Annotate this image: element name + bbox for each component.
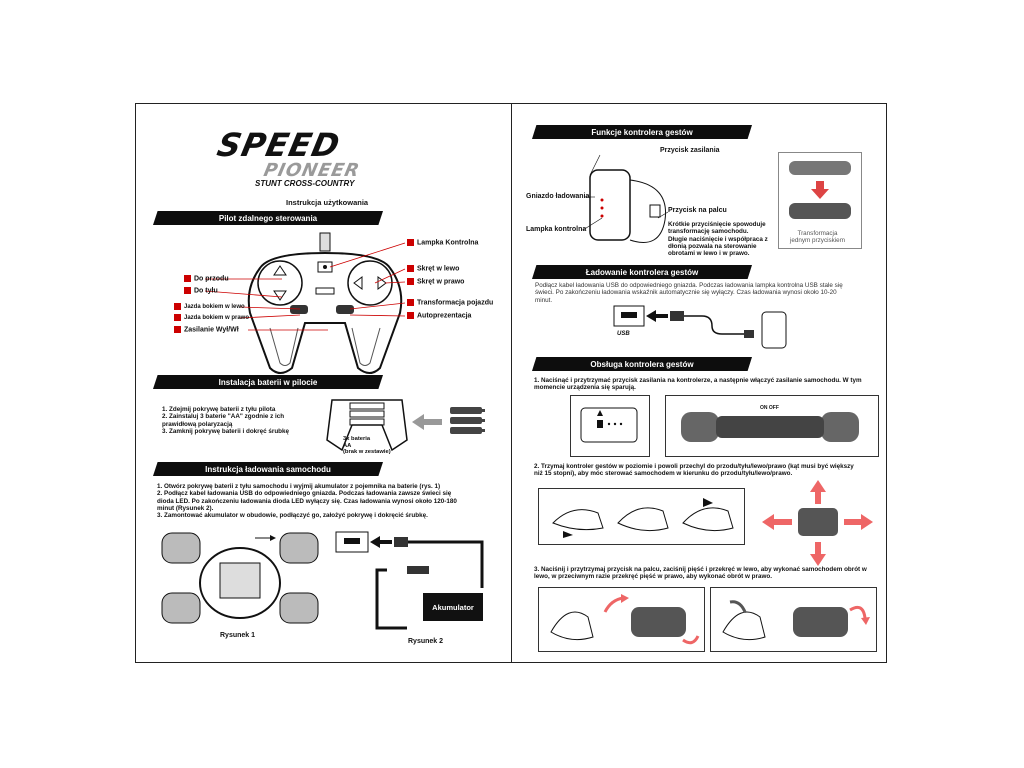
figure-2-label: Rysunek 2	[408, 638, 444, 645]
page-divider	[511, 103, 512, 663]
remote-back-illustration	[326, 399, 408, 452]
usage-step-3: 3. Naciśnij i przytrzymaj przycisk na pa…	[534, 566, 867, 581]
step2-tilt-box	[538, 488, 745, 545]
figure-1-label: Rysunek 1	[220, 632, 256, 639]
label-bokiem-lewo: Jazda bokiem w lewo	[174, 303, 245, 311]
car-power-illustration	[681, 412, 859, 442]
label-transformacja: Transformacja pojazdu	[407, 299, 493, 307]
charging-cable-illustration	[335, 531, 484, 630]
label-przycisk-palcu: Przycisk na palcu	[668, 207, 727, 214]
label-autoprezentacja: Autoprezentacja	[407, 312, 471, 320]
car-open-battery-illustration	[161, 532, 319, 624]
manual-subtitle: Instrukcja użytkowania	[286, 198, 369, 207]
label-skret-lewo: Skręt w lewo	[407, 265, 459, 273]
logo-stunt: STUNT CROSS-COUNTRY	[255, 179, 355, 188]
transform-caption: Transformacja jednym przyciskiem	[790, 230, 845, 245]
banner-remote: Pilot zdalnego sterowania	[153, 211, 383, 225]
fist-right-turn-illustration	[722, 600, 870, 641]
banner-gesture-charging: Ładowanie kontrolera gestów	[532, 265, 752, 279]
label-skret-prawo: Skręt w prawo	[407, 278, 464, 286]
usage-step-2: 2. Trzymaj kontroler gestów w poziomie i…	[534, 463, 854, 478]
label-do-tylu: Do tyłu	[184, 287, 218, 295]
battery-steps: 1. Zdejmij pokrywę baterii z tyłu pilota…	[162, 406, 290, 435]
banner-charging-car: Instrukcja ładowania samochodu	[153, 462, 383, 476]
fist-left-turn-illustration	[550, 594, 700, 645]
battery-insert-arrow	[412, 414, 442, 430]
step1-car-box	[665, 395, 879, 457]
label-gniazdo: Gniazdo ładowania	[526, 193, 590, 200]
battery-note: 3x bateria AA (brak w zestawie)	[343, 436, 391, 455]
remote-controller-illustration	[247, 232, 403, 374]
hand-tilt-illustration	[552, 498, 734, 538]
banner-gesture-functions: Funkcje kontrolera gestów	[532, 125, 752, 139]
on-off-switch-label: ON OFF	[760, 405, 779, 411]
banner-gesture-usage: Obsługa kontrolera gestów	[532, 357, 752, 371]
label-zasilanie: Zasilanie Wył/Wł	[174, 326, 239, 334]
transform-car-illustration	[789, 161, 851, 219]
step3-left-turn-box	[538, 587, 705, 652]
label-bokiem-prawo: Jazda bokiem w prawo	[174, 314, 249, 322]
label-do-przodu: Do przodu	[184, 275, 229, 283]
palec-description: Krótkie przyciśnięcie spowoduje transfor…	[668, 221, 768, 258]
akumulator-box: Akumulator	[423, 593, 483, 621]
car-directions-illustration	[762, 480, 873, 566]
label-lampka: Lampka Kontrolna	[407, 239, 478, 247]
transform-box	[778, 152, 862, 249]
aa-batteries-illustration	[450, 407, 485, 434]
label-lampka-kontrolna: Lampka kontrolna	[526, 226, 587, 233]
controller-power-illustration	[580, 407, 638, 443]
label-przycisk-zasilania: Przycisk zasilania	[660, 147, 720, 154]
gesture-charging-illustration	[613, 305, 787, 349]
step3-right-turn-box	[710, 587, 877, 652]
gesture-charging-text: Podłącz kabel ładowania USB do odpowiedn…	[535, 282, 843, 304]
gesture-controller-illustration	[589, 169, 667, 243]
banner-battery: Instalacja baterii w pilocie	[153, 375, 383, 389]
step1-controller-box	[570, 395, 650, 457]
usb-label: USB	[617, 331, 630, 337]
usage-step-1: 1. Naciśnąć i przytrzymać przycisk zasil…	[534, 377, 862, 392]
charging-steps: 1. Otwórz pokrywę baterii z tyłu samocho…	[157, 483, 457, 520]
